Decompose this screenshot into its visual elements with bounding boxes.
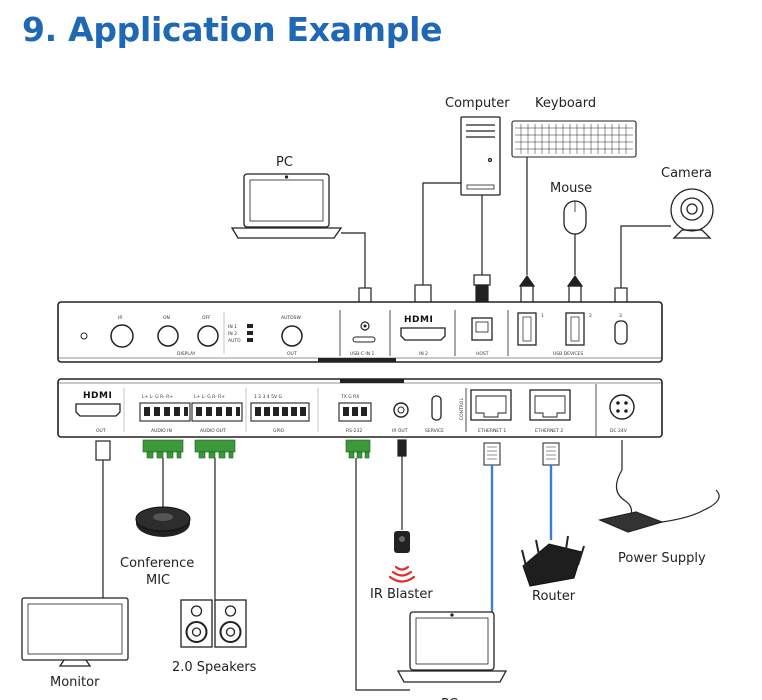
pc-bottom-label: PC bbox=[441, 697, 458, 700]
ir-sensor-icon bbox=[110, 324, 134, 348]
front-usb3-label: 3 bbox=[619, 313, 622, 319]
speakers-icon bbox=[180, 599, 247, 648]
rs232-pins: TX G RX bbox=[340, 394, 359, 400]
usb-device-port-1 bbox=[517, 312, 537, 346]
rear-service-label: SERVICE bbox=[425, 428, 444, 434]
audio-out-pins: L+ L- G R- R+ bbox=[194, 394, 225, 400]
hdmi-in2-port bbox=[400, 327, 446, 341]
conference-mic-icon bbox=[135, 506, 191, 537]
rear-control-label: CONTROL bbox=[459, 398, 465, 420]
speakers-label: 2.0 Speakers bbox=[172, 660, 257, 675]
front-on-label: ON bbox=[163, 315, 170, 321]
front-usbc-in1-label: USB-C IN 1 bbox=[350, 351, 375, 357]
rs232-green-plug bbox=[345, 439, 371, 459]
front-usb2-label: 2 bbox=[589, 313, 592, 319]
power-supply-label: Power Supply bbox=[618, 551, 706, 566]
front-display-label: DISPLAY bbox=[177, 351, 196, 357]
usb-b-plug-icon bbox=[473, 274, 491, 286]
mouse-icon bbox=[563, 200, 587, 235]
rear-ethernet2-label: ETHERNET 2 bbox=[535, 428, 563, 434]
cable-computer-hdmi bbox=[422, 182, 461, 285]
front-auto-label: AUTO bbox=[228, 338, 241, 344]
rear-gpio-label: GPIO bbox=[273, 428, 285, 434]
display-on-button bbox=[157, 325, 179, 347]
front-panel: IR ON OFF DISPLAY IN 1 IN 2 AUTO AUTOSW … bbox=[57, 301, 663, 363]
display-off-button bbox=[197, 325, 219, 347]
audio-out-terminal bbox=[191, 402, 243, 422]
keyboard-label: Keyboard bbox=[535, 96, 596, 111]
ethernet-2-plug-icon bbox=[542, 442, 560, 466]
hdmi-out-port bbox=[75, 403, 121, 417]
cable-rs232-pc bbox=[355, 458, 410, 691]
front-host-label: HOST bbox=[476, 351, 489, 357]
power-supply-icon bbox=[598, 440, 720, 533]
rear-ethernet1-label: ETHERNET 1 bbox=[478, 428, 506, 434]
front-usb-devices-label: USB DEVICES bbox=[553, 351, 583, 357]
ir-blaster-icon bbox=[388, 531, 416, 583]
usb-a-plug-icon bbox=[518, 274, 536, 287]
front-in1-label: IN 1 bbox=[228, 324, 237, 330]
front-hdmi-logo: HDMI bbox=[404, 315, 433, 325]
pc-top-label: PC bbox=[276, 155, 293, 170]
front-ir-label: IR bbox=[118, 315, 122, 321]
rs232-terminal bbox=[338, 402, 372, 422]
ethernet-1-plug-icon bbox=[483, 442, 501, 466]
usbc-in1-port bbox=[352, 336, 376, 343]
computer-label: Computer bbox=[445, 96, 510, 111]
camera-label: Camera bbox=[661, 166, 712, 181]
audio-in-pins: L+ L- G R- R+ bbox=[142, 394, 173, 400]
front-out-label: OUT bbox=[287, 351, 297, 357]
usb-a-plug-body bbox=[568, 285, 582, 304]
page-title: 9. Application Example bbox=[22, 10, 443, 49]
conference-mic-label-1: Conference bbox=[120, 556, 194, 571]
front-hdmi-in2-label: IN 2 bbox=[419, 351, 428, 357]
gpio-pins: 1 2 3 4 5V G bbox=[254, 394, 283, 400]
mouse-label: Mouse bbox=[550, 181, 592, 196]
router-label: Router bbox=[532, 589, 576, 604]
rear-out-label: OUT bbox=[96, 428, 106, 434]
rear-rs232-label: RS-232 bbox=[346, 428, 362, 434]
keyboard-icon bbox=[511, 120, 637, 158]
usb-host-port bbox=[471, 317, 493, 341]
audio-in-terminal bbox=[139, 402, 191, 422]
monitor-label: Monitor bbox=[50, 675, 100, 690]
gpio-terminal bbox=[250, 402, 310, 422]
computer-tower-icon bbox=[460, 116, 501, 196]
hdmi-out-plug-icon bbox=[95, 440, 111, 461]
audio-out-green-plug bbox=[194, 439, 236, 459]
rear-dc24v-label: DC 24V bbox=[610, 428, 628, 434]
rear-hdmi-logo: HDMI bbox=[83, 391, 112, 401]
rear-panel: HDMI OUT L+ L- G R- R+ AUDIO IN L+ L- G … bbox=[57, 378, 663, 438]
usb-device-port-3 bbox=[614, 320, 628, 345]
autosw-button bbox=[281, 325, 303, 347]
front-autosw-label: AUTOSW bbox=[281, 315, 302, 321]
router-icon bbox=[521, 535, 585, 587]
ir-jack-plug-icon bbox=[397, 439, 407, 457]
front-in2-label: IN 2 bbox=[228, 331, 237, 337]
front-usb1-label: 1 bbox=[541, 313, 544, 319]
usb-device-port-2 bbox=[565, 312, 585, 346]
audio-in-green-plug bbox=[142, 439, 184, 459]
cable-pc-usbc bbox=[341, 232, 366, 288]
cable-camera-usbc bbox=[620, 225, 671, 288]
rear-ir-out-label: IR OUT bbox=[392, 428, 408, 434]
ir-blaster-label: IR Blaster bbox=[370, 587, 433, 602]
front-off-label: OFF bbox=[202, 315, 211, 321]
rear-audio-out-label: AUDIO OUT bbox=[200, 428, 226, 434]
dc-24v-jack bbox=[609, 394, 635, 420]
ethernet-1-port bbox=[470, 389, 512, 421]
rear-audio-in-label: AUDIO IN bbox=[151, 428, 172, 434]
conference-mic-label-2: MIC bbox=[146, 573, 170, 588]
ir-out-jack bbox=[393, 402, 409, 418]
ethernet-2-port bbox=[529, 389, 571, 421]
service-port bbox=[431, 395, 442, 421]
pc-bottom-laptop-icon bbox=[396, 611, 508, 683]
usb-a-plug-body bbox=[520, 285, 534, 304]
camera-icon bbox=[670, 188, 714, 239]
monitor-icon bbox=[21, 597, 129, 667]
usb-a-plug-icon bbox=[566, 274, 584, 287]
pc-top-laptop-icon bbox=[230, 173, 343, 239]
